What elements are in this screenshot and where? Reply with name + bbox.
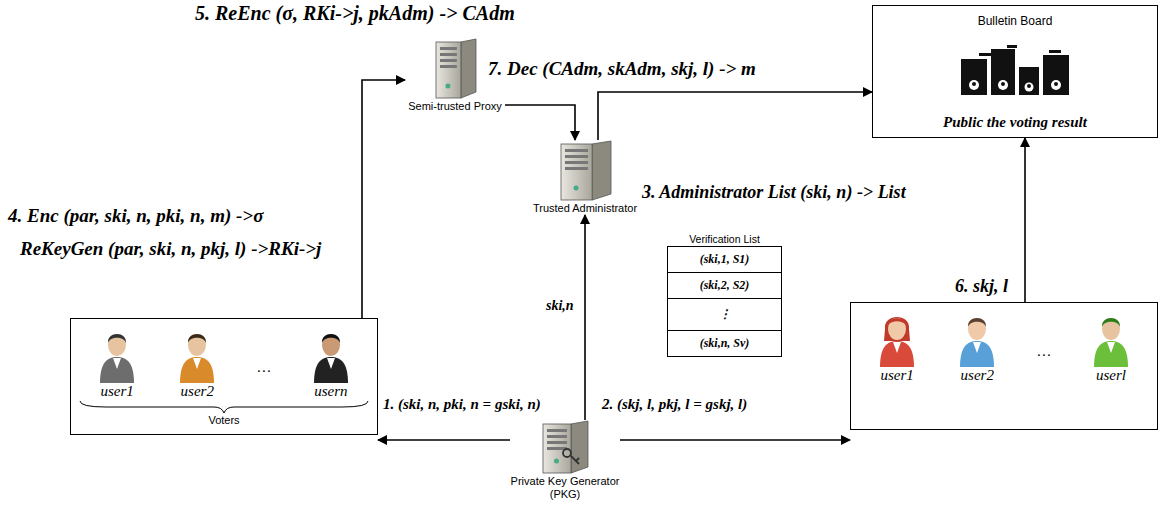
board-title: Bulletin Board [978, 14, 1053, 28]
user-group-box: user1 user2 … userl [850, 302, 1158, 430]
person-icon [97, 325, 137, 383]
user-name: user2 [961, 367, 994, 384]
user-column: user2 [177, 325, 217, 400]
user-name: usern [314, 383, 347, 400]
user-name: user1 [100, 383, 133, 400]
edge-label: 7. Dec (CAdm, skAdm, skj, l) -> m [488, 58, 756, 80]
ellipsis: … [1037, 343, 1050, 360]
user-column: … [1037, 343, 1050, 384]
user-column: user2 [957, 309, 997, 384]
user-row: user1 user2 … userl [857, 309, 1151, 384]
user-column: user1 [877, 309, 917, 384]
table-cell: ⋮ [670, 307, 779, 322]
table-row: (ski,1, S1) [668, 247, 781, 273]
person-icon [177, 325, 217, 383]
bulletin-board: Bulletin BoardPublic the voting result [872, 5, 1158, 138]
user-column: user1 [97, 325, 137, 400]
flow-arrow [584, 215, 586, 420]
table-cell: (ski,n, Sv) [670, 336, 779, 351]
table-cell: (ski,1, S1) [670, 252, 779, 267]
flow-arrow [362, 80, 405, 318]
server-node: Trusted Administrator [530, 140, 640, 215]
verification-table: Verification List (ski,1, S1) (ski,2, S2) ⋮… [667, 233, 782, 357]
user-column: … [257, 359, 270, 400]
edge-label: 6. skj, l [955, 276, 1008, 297]
person-icon [877, 309, 917, 367]
edge-label: 4. Enc (par, ski, n, pki, n, m) ->σ [8, 205, 263, 227]
edge-label: 1. (ski, n, pki, n = gski, n) [383, 396, 541, 413]
edge-label: ski,n [546, 298, 574, 314]
table-cell: (ski,2, S2) [670, 278, 779, 293]
server-node: Private Key Generator (PKG) [510, 420, 620, 501]
board-caption: Public the voting result [943, 114, 1087, 131]
user-column: usern [311, 325, 351, 400]
server-icon [558, 140, 613, 202]
ellipsis: … [257, 359, 270, 376]
server-icon [433, 38, 478, 100]
table-title: Verification List [689, 233, 760, 246]
edge-label: 2. (skj, l, pkj, l = gskj, l) [602, 396, 747, 413]
group-label: Voters [208, 414, 239, 427]
flow-arrow [598, 92, 872, 140]
node-label: Private Key Generator (PKG) [510, 475, 620, 501]
flow-arrow [505, 105, 575, 140]
table-row: (ski,2, S2) [668, 273, 781, 299]
person-icon [957, 309, 997, 367]
step-label: ReKeyGen (par, ski, n, pkj, l) ->RKi->j [20, 238, 321, 260]
step-label: 3. Administrator List (ski, n) -> List [642, 182, 906, 203]
user-column: userl [1091, 309, 1131, 384]
person-icon [311, 325, 351, 383]
user-row: user1 user2 … usern [77, 325, 371, 400]
table-row: ⋮ [668, 299, 781, 331]
server-icon [540, 420, 590, 475]
user-name: userl [1096, 367, 1126, 384]
user-group-box: user1 user2 … usernVoters [70, 318, 378, 435]
flow-arrow [1024, 138, 1026, 302]
person-icon [1091, 309, 1131, 367]
node-label: Trusted Administrator [533, 202, 637, 215]
user-name: user1 [880, 367, 913, 384]
ballot-box-icon [949, 45, 1081, 97]
user-name: user2 [181, 383, 214, 400]
flow-arrow [378, 439, 510, 441]
table-row: (ski,n, Sv) [668, 331, 781, 356]
step-label: 5. ReEnc (σ, RKi->j, pkAdm) -> CAdm [195, 2, 515, 25]
node-label: Semi-trusted Proxy [408, 100, 502, 113]
group-brace [76, 400, 372, 414]
flow-arrow [620, 439, 850, 441]
table-body: (ski,1, S1) (ski,2, S2) ⋮ (ski,n, Sv) [667, 246, 782, 357]
